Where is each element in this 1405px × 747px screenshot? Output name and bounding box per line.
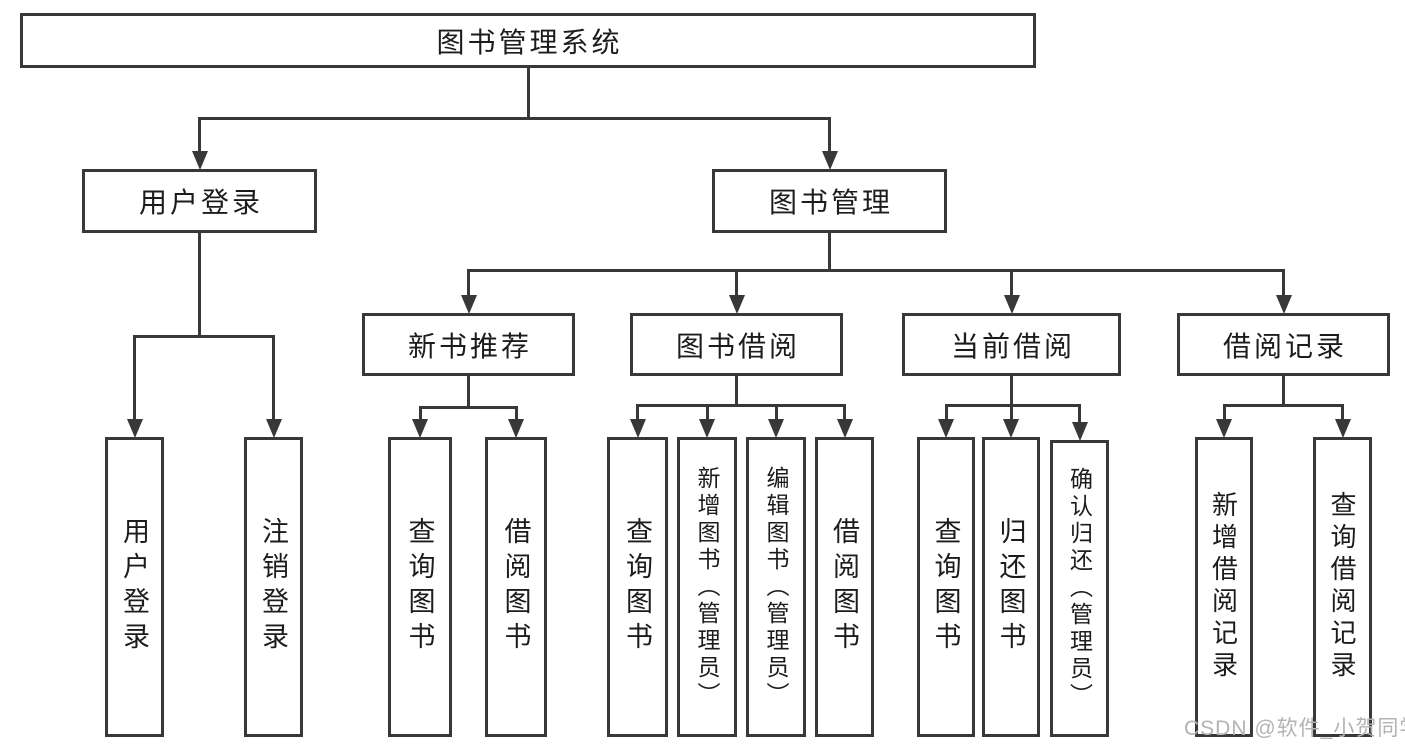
connector-line (735, 376, 738, 405)
arrowhead-icon (836, 419, 853, 438)
node-label-leaf-add-record: 新增借阅记录 (1208, 491, 1239, 683)
node-book-borrow: 图书借阅 (630, 313, 843, 376)
arrowhead-icon (1071, 422, 1088, 441)
connector-line (133, 336, 136, 422)
node-current-borrow: 当前借阅 (902, 313, 1121, 376)
connector-line (843, 405, 846, 422)
node-label-leaf-query-record: 查询借阅记录 (1327, 491, 1357, 683)
node-borrow-records: 借阅记录 (1177, 313, 1390, 376)
connector-line (198, 118, 201, 154)
node-label-leaf-query-book-3: 查询图书 (930, 517, 961, 657)
arrowhead-icon (412, 419, 428, 438)
node-label-leaf-borrow-book-1: 借阅图书 (500, 517, 531, 657)
node-leaf-edit-book: 编辑图书（管理员） (746, 437, 806, 737)
connector-line (418, 405, 518, 409)
arrowhead-icon (1275, 295, 1292, 314)
connector-line (467, 270, 470, 298)
node-label-leaf-logout: 注销登录 (258, 517, 288, 657)
connector-line (735, 270, 738, 298)
arrowhead-icon (191, 151, 208, 170)
arrowhead-icon (728, 295, 745, 314)
node-leaf-query-book-3: 查询图书 (917, 437, 975, 737)
arrowhead-icon (629, 419, 646, 438)
arrowhead-icon (1003, 419, 1019, 438)
connector-line (944, 405, 948, 422)
node-leaf-add-record: 新增借阅记录 (1195, 437, 1253, 737)
connector-line (526, 68, 530, 118)
arrowhead-icon (1003, 295, 1020, 314)
connector-line (636, 405, 639, 422)
connector-line (1282, 270, 1285, 298)
node-user-login-group: 用户登录 (82, 169, 317, 233)
node-label-leaf-add-book: 新增图书（管理员） (694, 465, 720, 709)
arrowhead-icon (460, 295, 477, 314)
node-book-mgmt: 图书管理 (712, 169, 947, 233)
node-leaf-borrow-book-1: 借阅图书 (485, 437, 547, 737)
node-label-leaf-return-book: 归还图书 (995, 517, 1026, 657)
node-leaf-borrow-book-2: 借阅图书 (815, 437, 874, 737)
node-leaf-logout: 注销登录 (244, 437, 303, 737)
connector-line (1009, 405, 1013, 422)
connector-line (828, 233, 831, 270)
node-label-user-login-group: 用户登录 (138, 187, 263, 218)
node-leaf-confirm-return: 确认归还（管理员） (1050, 440, 1109, 737)
connector-line (1222, 403, 1344, 407)
arrowhead-icon (265, 419, 282, 438)
arrowhead-icon (821, 151, 838, 170)
connector-line (467, 376, 470, 407)
connector-line (636, 403, 846, 407)
node-leaf-user-login: 用户登录 (105, 437, 164, 737)
connector-line (1078, 405, 1081, 425)
node-label-leaf-user-login: 用户登录 (119, 517, 149, 657)
connector-line (1341, 405, 1344, 422)
node-label-current-borrow: 当前借阅 (950, 330, 1075, 362)
node-label-book-mgmt: 图书管理 (768, 187, 893, 218)
watermark-text: CSDN @软件_小贺同学 (1184, 717, 1405, 740)
connector-line (514, 407, 518, 422)
connector-line (828, 118, 831, 154)
node-root: 图书管理系统 (20, 13, 1036, 68)
arrowhead-icon (938, 419, 954, 438)
connector-line (198, 233, 201, 336)
node-label-leaf-edit-book: 编辑图书（管理员） (763, 465, 789, 709)
arrowhead-icon (126, 419, 143, 438)
connector-line (1010, 270, 1013, 298)
node-leaf-return-book: 归还图书 (982, 437, 1040, 737)
node-label-leaf-borrow-book-2: 借阅图书 (829, 517, 859, 657)
connector-line (272, 336, 275, 422)
connector-line (467, 268, 1285, 272)
arrowhead-icon (699, 419, 715, 438)
arrowhead-icon (1334, 419, 1351, 438)
arrowhead-icon (1216, 419, 1232, 438)
node-label-root: 图书管理系统 (436, 26, 623, 58)
node-label-leaf-confirm-return: 确认归还（管理员） (1066, 467, 1093, 710)
connector-line (133, 334, 275, 338)
node-leaf-query-book-1: 查询图书 (388, 437, 452, 737)
connector-line (1010, 376, 1013, 405)
connector-line (1282, 376, 1285, 405)
node-leaf-add-book: 新增图书（管理员） (677, 437, 737, 737)
node-new-book-rec: 新书推荐 (362, 313, 575, 376)
node-label-book-borrow: 图书借阅 (675, 330, 800, 362)
connector-line (944, 403, 1081, 407)
connector-line (705, 405, 709, 422)
arrowhead-icon (508, 419, 524, 438)
connector-line (198, 116, 831, 120)
arrowhead-icon (768, 419, 784, 438)
node-leaf-query-book-2: 查询图书 (607, 437, 668, 737)
node-label-new-book-rec: 新书推荐 (407, 330, 532, 362)
connector-line (774, 405, 778, 422)
node-leaf-query-record: 查询借阅记录 (1313, 437, 1372, 737)
connector-line (1222, 405, 1226, 422)
node-label-borrow-records: 借阅记录 (1222, 330, 1347, 362)
connector-line (418, 407, 422, 422)
node-label-leaf-query-book-2: 查询图书 (622, 517, 652, 657)
node-label-leaf-query-book-1: 查询图书 (404, 517, 435, 657)
